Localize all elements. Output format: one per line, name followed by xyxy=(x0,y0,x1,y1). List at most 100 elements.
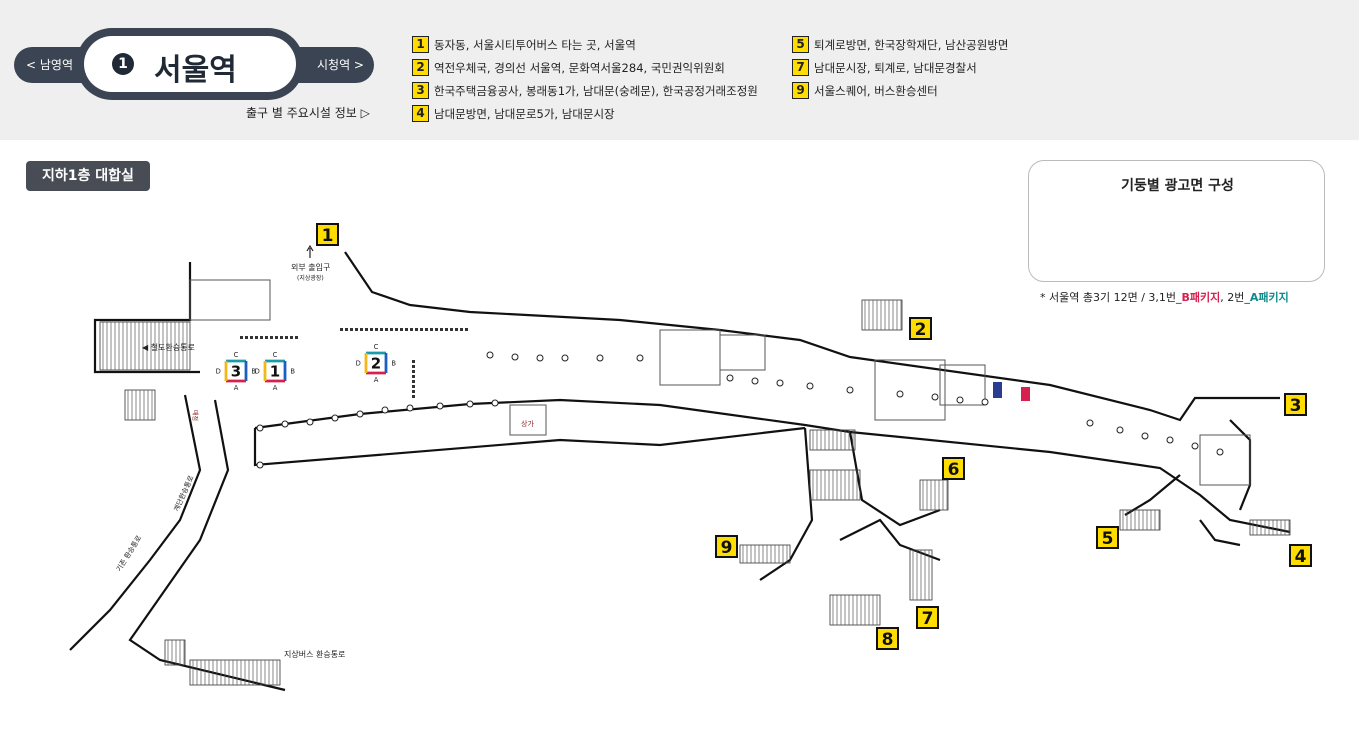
female-restroom-icon xyxy=(1021,387,1030,401)
exit-marker-box xyxy=(942,457,965,480)
room-outline-6 xyxy=(1199,434,1251,486)
stair-frame xyxy=(189,659,281,686)
rail-dot xyxy=(395,328,398,331)
support-column-3 xyxy=(561,354,569,362)
legend-note-b-package: B패키지 xyxy=(1181,291,1221,304)
rail-dot xyxy=(415,328,418,331)
support-column-15 xyxy=(1086,419,1094,427)
rail-dot xyxy=(412,385,415,388)
room-outline-1 xyxy=(659,329,721,386)
legend-note-mid: , 2번_ xyxy=(1220,291,1250,304)
stair-block-10 xyxy=(164,639,186,666)
room-outline-0 xyxy=(189,279,271,321)
stair-block-2 xyxy=(809,429,856,451)
prev-station-link[interactable]: < 남영역 xyxy=(26,58,73,72)
support-column-9 xyxy=(806,382,814,390)
outer-entrance-sub-label: (지상광장) xyxy=(297,274,324,282)
exit-marker-box xyxy=(1096,526,1119,549)
stair-block-3 xyxy=(809,469,861,501)
rail-dot xyxy=(290,336,293,339)
station-title-pill: 1 서울역 xyxy=(76,28,304,100)
exit-facility-text: 역전우체국, 경의선 서울역, 문화역서울284, 국민권익위원회 xyxy=(434,60,725,75)
railway-transfer-label: ◀ 철도환승통로 xyxy=(142,342,195,352)
exit-marker-number: 5 xyxy=(1102,529,1114,549)
rail-dot xyxy=(270,336,273,339)
map-exit-marker-8: 8 xyxy=(876,627,899,650)
support-column-0 xyxy=(486,351,494,359)
shop-label: 상가 xyxy=(521,419,534,428)
rail-dot xyxy=(355,328,358,331)
support-column-24 xyxy=(331,414,339,422)
pillar-face-label: D xyxy=(255,367,260,375)
next-station-link[interactable]: 시청역 > xyxy=(317,58,364,72)
legend-note: * 서울역 총3기 12면 / 3,1번_B패키지, 2번_A패키지 xyxy=(1040,289,1289,305)
stair-block-6 xyxy=(1119,509,1161,531)
rail-dot xyxy=(370,328,373,331)
male-restroom-icon xyxy=(993,382,1002,398)
legend-title: 기둥별 광고면 구성 xyxy=(1121,178,1234,194)
stair-frame xyxy=(164,639,186,666)
room-outline-2 xyxy=(719,334,766,371)
support-column-17 xyxy=(1141,432,1149,440)
pillar-number: 3 xyxy=(231,362,241,380)
stair-block-4 xyxy=(919,479,949,511)
station-name: 서울역 xyxy=(154,53,237,88)
stair-frame xyxy=(1119,509,1161,531)
exit-marker-number: 2 xyxy=(915,320,927,340)
map-exit-marker-2: 2 xyxy=(909,317,932,340)
support-column-1 xyxy=(511,353,519,361)
map-exit-marker-6: 6 xyxy=(942,457,965,480)
exit-number-badge: 7 xyxy=(792,59,809,76)
rail-dot xyxy=(465,328,468,331)
outer-entrance-label: 외부 출입구 xyxy=(291,262,330,272)
map-exit-marker-9: 9 xyxy=(715,535,738,558)
rail-dot xyxy=(412,390,415,393)
support-column-13 xyxy=(956,396,964,404)
legend-note-a-package: A패키지 xyxy=(1249,291,1289,304)
exit-marker-number: 8 xyxy=(882,630,894,650)
rail-dot xyxy=(450,328,453,331)
support-column-19 xyxy=(1191,442,1199,450)
rail-dot xyxy=(280,336,283,339)
pillar-face-label: C xyxy=(374,343,379,351)
exit-number-badge: 3 xyxy=(412,82,429,99)
stair-frame xyxy=(809,429,856,451)
exit-marker-number: 9 xyxy=(721,538,733,558)
stair-frame xyxy=(861,299,903,331)
rail-dot xyxy=(412,370,415,373)
pillar-legend-box: 기둥별 광고면 구성 xyxy=(1028,160,1325,282)
rail-dot xyxy=(400,328,403,331)
room-outline-4 xyxy=(939,364,986,406)
stair-transfer-label: 계단환승통로 xyxy=(172,473,196,512)
rail-dot xyxy=(435,328,438,331)
exit-info-link[interactable]: 출구 별 주요시설 정보 ▷ xyxy=(246,106,370,120)
corridor-wall-0 xyxy=(344,251,1280,422)
rail-dot xyxy=(440,328,443,331)
rail-dot xyxy=(425,328,428,331)
legend-note-prefix: * 서울역 총3기 12면 / 3,1번_ xyxy=(1040,291,1182,304)
corridor-wall-7 xyxy=(848,431,941,527)
corridor-wall-1 xyxy=(254,398,1291,534)
pillar-face-label: B xyxy=(391,359,396,367)
exit-marker-number: 6 xyxy=(948,460,960,480)
rail-dot xyxy=(365,328,368,331)
exit-marker-box xyxy=(715,535,738,558)
floor-label: 지하1층 대합실 xyxy=(26,161,150,191)
exit-info-row-7: 7 남대문시장, 퇴계로, 남대문경찰서 xyxy=(792,57,977,76)
up-arrow-icon xyxy=(306,244,314,258)
map-exit-marker-1: 1 xyxy=(316,223,339,246)
rail-dot xyxy=(285,336,288,339)
exit-facility-text: 남대문시장, 퇴계로, 남대문경찰서 xyxy=(814,60,977,75)
rail-dot xyxy=(240,336,243,339)
pillar-face-label: C xyxy=(234,351,239,359)
rail-dot xyxy=(460,328,463,331)
